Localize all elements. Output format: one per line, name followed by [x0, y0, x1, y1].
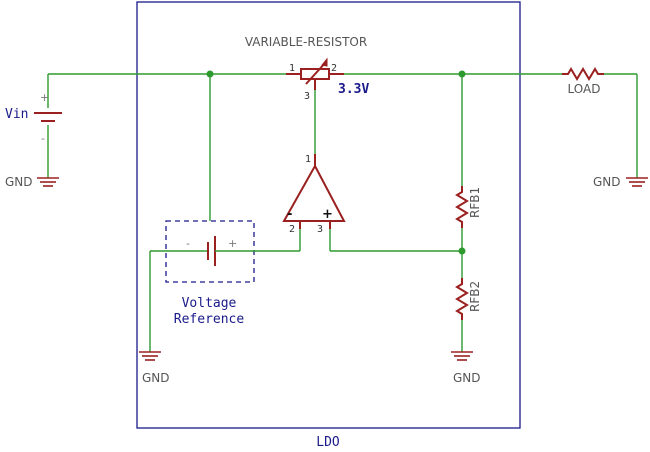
gnd-vin-symbol: GND — [5, 175, 59, 189]
gnd-vref-label: GND — [142, 371, 170, 385]
vr-pin-1: 1 — [289, 63, 295, 74]
ldo-frame — [136, 1, 521, 429]
voltage-reference-label-line1: Voltage — [182, 296, 237, 311]
op-amp: - + 1 2 3 — [282, 154, 346, 235]
rfb2-resistor: RFB2 — [455, 278, 482, 320]
output-voltage-label: 3.3V — [338, 82, 369, 97]
variable-resistor-label: VARIABLE-RESISTOR — [245, 35, 367, 49]
ldo-label: LDO — [316, 435, 340, 450]
voltage-reference-label-line2: Reference — [174, 312, 245, 327]
vr-pin-3: 3 — [304, 91, 310, 102]
op-pin-1: 1 — [305, 154, 311, 165]
vin-minus-sign: - — [41, 132, 45, 145]
gnd-vin-label: GND — [5, 175, 33, 189]
gnd-rfb2-label: GND — [453, 371, 481, 385]
gnd-rfb2-symbol: GND — [451, 351, 481, 385]
op-pin-3: 3 — [317, 224, 323, 235]
rfb2-label: RFB2 — [468, 281, 482, 312]
voltage-reference-source: - + — [150, 74, 300, 266]
gnd-vref-symbol: GND — [139, 351, 170, 385]
op-pin-2: 2 — [289, 224, 295, 235]
variable-resistor: VARIABLE-RESISTOR 1 2 3 — [245, 35, 367, 102]
gnd-load-label: GND — [593, 175, 621, 189]
op-minus-sign: - — [287, 207, 292, 222]
rfb1-resistor: RFB1 — [455, 186, 482, 228]
vin-plus-sign: + — [40, 91, 49, 104]
gnd-load-symbol: GND — [593, 175, 648, 189]
load-label: LOAD — [568, 82, 601, 96]
vin-source: + - Vin — [5, 74, 62, 178]
vref-minus-sign: - — [186, 237, 190, 250]
rfb1-label: RFB1 — [468, 187, 482, 218]
load-resistor: LOAD — [562, 67, 604, 96]
vin-label: Vin — [5, 107, 28, 122]
vref-plus-sign: + — [228, 237, 237, 250]
op-plus-sign: + — [322, 207, 333, 222]
vr-pin-2: 2 — [331, 63, 337, 74]
